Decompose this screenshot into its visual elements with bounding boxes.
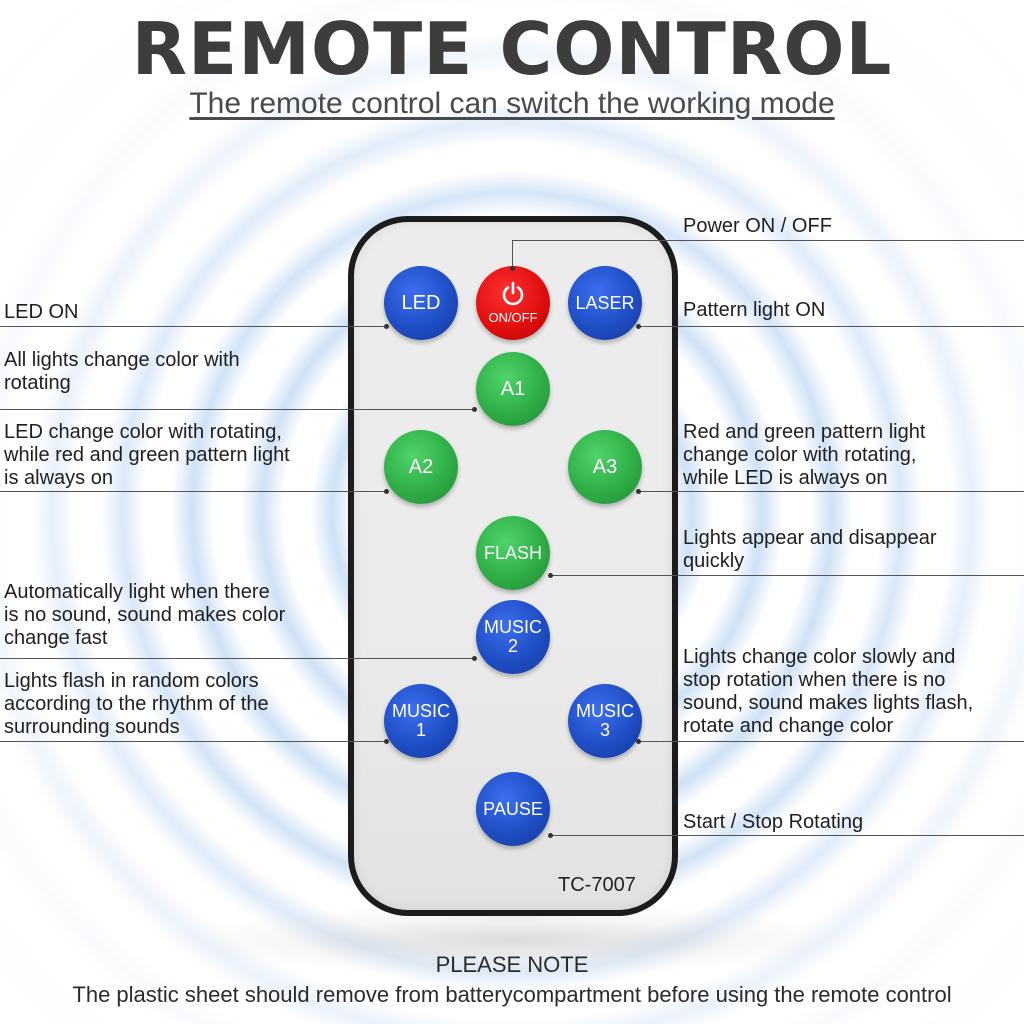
- leader-line-a1: [0, 409, 474, 410]
- annotation-music1-line: Lights flash in random colors: [4, 670, 259, 692]
- annotation-music1: Lights flash in random colors according …: [4, 670, 269, 739]
- leader-line-music2: [0, 658, 474, 659]
- annotation-music2-line: is no sound, sound makes color: [4, 604, 286, 626]
- remote-control: LED ON/OFF LASER A1 A2 A3 FLASH MUSIC 2: [348, 216, 678, 916]
- annotation-a1-line: All lights change color with: [4, 349, 240, 371]
- leader-dot-music1: [384, 739, 389, 744]
- led-button-label: LED: [401, 291, 441, 314]
- leader-line-pause: [550, 835, 1024, 836]
- music1-button[interactable]: MUSIC 1: [384, 684, 458, 758]
- annotation-a1-line: rotating: [4, 372, 71, 394]
- annotation-a2-line: LED change color with rotating,: [4, 421, 282, 443]
- led-button[interactable]: LED: [384, 266, 458, 340]
- leader-dot-a3: [636, 489, 641, 494]
- annotation-music3-line: rotate and change color: [683, 715, 894, 737]
- laser-button[interactable]: LASER: [568, 266, 642, 340]
- annotation-flash-line: Lights appear and disappear: [683, 527, 937, 549]
- leader-line-music3: [638, 741, 1024, 742]
- a2-button-label: A2: [408, 455, 434, 478]
- leader-line-flash: [550, 575, 1024, 576]
- leader-dot-a1: [472, 407, 477, 412]
- annotation-led-on: LED ON: [4, 301, 79, 323]
- annotation-music2-line: Automatically light when there: [4, 581, 270, 603]
- annotation-music3-line: sound, sound makes lights flash,: [683, 692, 974, 714]
- annotation-a2: LED change color with rotating, while re…: [4, 421, 290, 490]
- model-number: TC-7007: [558, 874, 636, 896]
- leader-line-a2: [0, 491, 386, 492]
- leader-dot-pause: [548, 833, 553, 838]
- annotation-a3: Red and green pattern light change color…: [683, 421, 925, 490]
- music2-button-label: MUSIC: [484, 617, 542, 638]
- subtitle-text: The remote control can switch the workin…: [189, 87, 835, 120]
- annotation-music2-line: change fast: [4, 627, 108, 649]
- leader-line-power-vertical: [512, 240, 513, 268]
- leader-dot-laser: [636, 324, 641, 329]
- leader-dot-music2: [472, 656, 477, 661]
- leader-dot-a2: [384, 489, 389, 494]
- annotation-a2-line: while red and green pattern light: [4, 444, 290, 466]
- music1-button-label: MUSIC: [392, 701, 450, 722]
- leader-line-a3: [638, 491, 1024, 492]
- annotation-flash-line: quickly: [683, 550, 745, 572]
- flash-button[interactable]: FLASH: [476, 516, 550, 590]
- leader-line-music1: [0, 741, 386, 742]
- annotation-a3-line: change color with rotating,: [683, 444, 917, 466]
- note-body: The plastic sheet should remove from bat…: [72, 982, 952, 1007]
- music1-button-number: 1: [415, 720, 426, 740]
- a3-button-label: A3: [592, 455, 618, 478]
- leader-line-laser: [638, 326, 1024, 327]
- music3-button-label: MUSIC: [576, 701, 634, 722]
- page-subtitle: The remote control can switch the workin…: [0, 84, 1024, 124]
- annotation-flash: Lights appear and disappear quickly: [683, 527, 937, 573]
- annotation-a1: All lights change color with rotating: [4, 349, 240, 395]
- music2-button-number: 2: [507, 636, 518, 656]
- laser-button-label: LASER: [575, 292, 635, 313]
- annotation-music3: Lights change color slowly and stop rota…: [683, 646, 973, 738]
- annotation-music2: Automatically light when there is no sou…: [4, 581, 285, 650]
- a2-button[interactable]: A2: [384, 430, 458, 504]
- annotation-power: Power ON / OFF: [683, 215, 832, 237]
- remote-shadow: [170, 905, 860, 975]
- power-button[interactable]: ON/OFF: [476, 266, 550, 340]
- leader-line-power: [512, 240, 1024, 241]
- annotation-a3-line: Red and green pattern light: [683, 421, 926, 443]
- leader-dot-flash: [548, 573, 553, 578]
- pause-button-label: PAUSE: [483, 798, 543, 819]
- leader-line-led: [0, 326, 386, 327]
- leader-dot-power: [510, 266, 515, 271]
- a1-button-label: A1: [500, 377, 526, 400]
- flash-button-label: FLASH: [483, 542, 543, 563]
- annotation-pause: Start / Stop Rotating: [683, 811, 864, 833]
- annotation-a3-line: while LED is always on: [683, 467, 888, 489]
- a3-button[interactable]: A3: [568, 430, 642, 504]
- leader-dot-music3: [636, 739, 641, 744]
- page-title: REMOTE CONTROL: [131, 7, 893, 91]
- annotation-music3-line: stop rotation when there is no: [683, 669, 946, 691]
- note-title: PLEASE NOTE: [435, 952, 589, 977]
- pause-button[interactable]: PAUSE: [476, 772, 550, 846]
- annotation-music3-line: Lights change color slowly and: [683, 646, 956, 668]
- power-icon: [502, 281, 524, 306]
- annotation-pattern-on: Pattern light ON: [683, 299, 826, 321]
- music2-button[interactable]: MUSIC 2: [476, 600, 550, 674]
- annotation-music1-line: surrounding sounds: [4, 716, 180, 738]
- leader-dot-led: [384, 324, 389, 329]
- annotation-music1-line: according to the rhythm of the: [4, 693, 269, 715]
- a1-button[interactable]: A1: [476, 352, 550, 426]
- annotation-a2-line: is always on: [4, 467, 113, 489]
- music3-button[interactable]: MUSIC 3: [568, 684, 642, 758]
- music3-button-number: 3: [599, 720, 610, 740]
- power-button-label: ON/OFF: [488, 310, 538, 326]
